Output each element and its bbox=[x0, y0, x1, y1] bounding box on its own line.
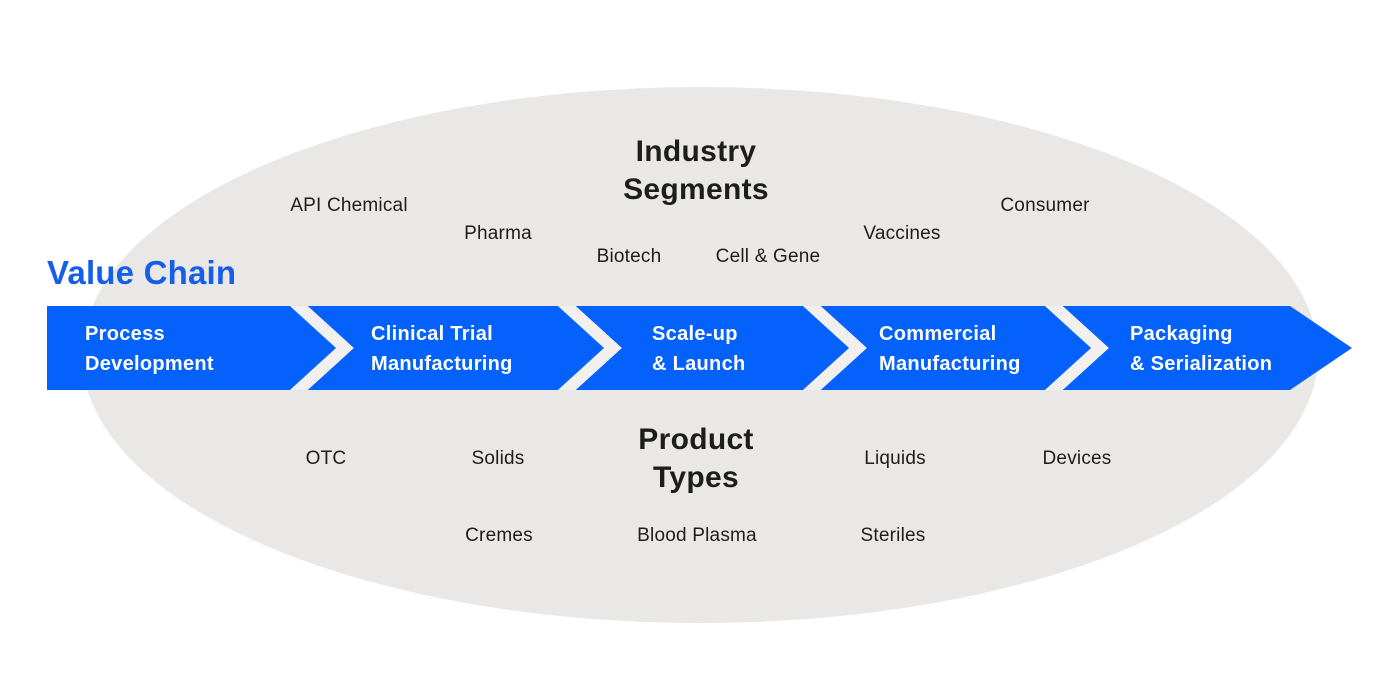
chevron-separator-3 bbox=[802, 306, 867, 390]
product-type-otc: OTC bbox=[305, 448, 347, 469]
industry-segment-cell-and-gene: Cell & Gene bbox=[715, 246, 821, 267]
product-type-blood-plasma: Blood Plasma bbox=[637, 525, 757, 546]
product-types-title: Product Types bbox=[638, 421, 753, 497]
stage-label-line2: Development bbox=[85, 353, 214, 375]
stage-label-line2: Manufacturing bbox=[371, 353, 513, 375]
product-type-liquids: Liquids bbox=[864, 448, 926, 469]
stage-label-line1: Packaging bbox=[1130, 323, 1233, 345]
chevron-separator-4 bbox=[1044, 306, 1109, 390]
stage-label-line1: Clinical Trial bbox=[371, 323, 494, 345]
value-chain-arrow-band bbox=[47, 306, 1352, 390]
industry-segment-vaccines: Vaccines bbox=[863, 223, 941, 244]
stage-packaging-and-serialization: Packaging & Serialization bbox=[1130, 319, 1272, 379]
product-type-steriles: Steriles bbox=[860, 525, 926, 546]
stage-label-line2: & Launch bbox=[652, 353, 746, 375]
stage-label-line2: Manufacturing bbox=[879, 353, 1021, 375]
industry-segment-pharma: Pharma bbox=[464, 223, 532, 244]
industry-segments-title-line2: Segments bbox=[623, 173, 769, 206]
chevron-separator-1 bbox=[289, 306, 354, 390]
product-type-devices: Devices bbox=[1042, 448, 1112, 469]
stage-clinical-trial-manufacturing: Clinical Trial Manufacturing bbox=[371, 319, 513, 379]
stage-label-line1: Scale-up bbox=[652, 323, 738, 345]
industry-segment-biotech: Biotech bbox=[596, 246, 662, 267]
industry-segment-consumer: Consumer bbox=[1000, 195, 1090, 216]
industry-segment-api-chemical: API Chemical bbox=[290, 195, 408, 216]
arrow-band-shape bbox=[47, 306, 1352, 390]
stage-commercial-manufacturing: Commercial Manufacturing bbox=[879, 319, 1021, 379]
product-types-title-line2: Types bbox=[653, 461, 739, 494]
industry-segments-title: Industry Segments bbox=[623, 133, 769, 209]
industry-segments-title-line1: Industry bbox=[635, 135, 757, 168]
stage-label-line2: & Serialization bbox=[1130, 353, 1273, 375]
stage-label-line1: Commercial bbox=[879, 323, 997, 345]
stage-scale-up-and-launch: Scale-up & Launch bbox=[652, 319, 746, 379]
value-chain-title: Value Chain bbox=[47, 254, 237, 291]
chevron-separator-2 bbox=[557, 306, 622, 390]
product-type-cremes: Cremes bbox=[465, 525, 533, 546]
product-types-title-line1: Product bbox=[638, 423, 754, 456]
stage-label-line1: Process bbox=[85, 323, 165, 345]
stage-process-development: Process Development bbox=[85, 319, 214, 379]
product-type-solids: Solids bbox=[471, 448, 525, 469]
